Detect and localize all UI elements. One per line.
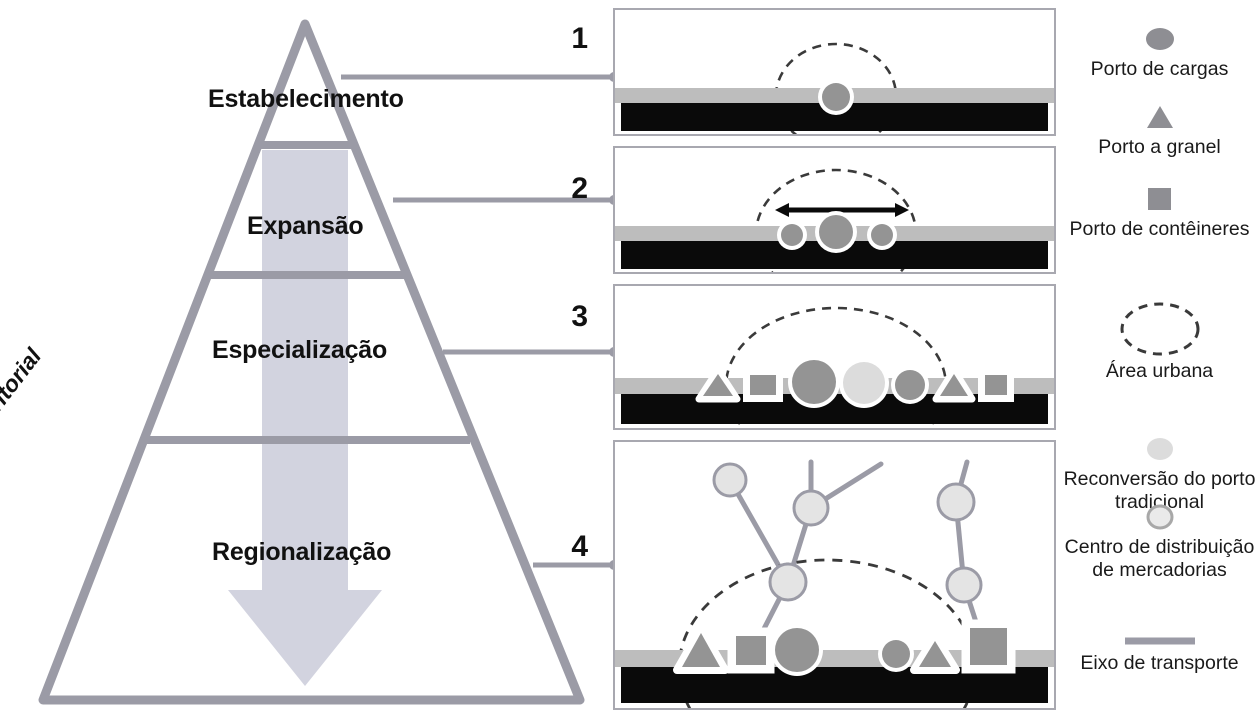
stage-panel-3 <box>613 284 1056 430</box>
filled-circle-dark-icon <box>1145 28 1174 50</box>
port-container-icon <box>961 619 1016 674</box>
port-cargo-icon <box>777 220 807 250</box>
legend: Porto de cargas Porto a granel Porto de … <box>1062 0 1257 721</box>
pyramid-stage-label-regionalization: Regionalização <box>212 538 392 566</box>
pyramid-stage-label-specialization: Especialização <box>212 336 388 364</box>
bidirectional-arrow-icon <box>775 203 909 217</box>
port-bulk-icon <box>932 366 976 403</box>
legend-item-porto-de-cargas: Porto de cargas <box>1062 22 1257 81</box>
port-container-icon <box>727 627 775 674</box>
port-cargo-icon <box>867 220 897 250</box>
port-bulk-icon <box>695 366 741 403</box>
stage-panel-2-graphic <box>615 168 1054 272</box>
distribution-centre-icon <box>712 462 748 498</box>
dashed-ellipse-icon <box>1120 302 1199 356</box>
legend-item-eixo-de-transporte: Eixo de transporte <box>1062 632 1257 675</box>
distribution-centre-icon <box>768 562 808 602</box>
distribution-centre-icon <box>936 482 976 522</box>
legend-item-porto-de-conteineres: Porto de contêineres <box>1062 182 1257 241</box>
pyramid-stage-label-expansion: Expansão <box>247 212 364 240</box>
legend-label: Reconversão do porto tradicional <box>1063 468 1256 513</box>
stage-number-1: 1 <box>571 22 588 55</box>
pyramid-stage-label-establishment: Estabelecimento <box>208 85 404 113</box>
port-cargo-icon <box>815 211 857 253</box>
port-bulk-icon <box>910 632 960 674</box>
port-cargo-icon <box>878 636 914 672</box>
port-container-icon <box>978 368 1014 402</box>
legend-label: Eixo de transporte <box>1080 652 1239 674</box>
stage-number-2: 2 <box>571 172 588 205</box>
outlined-circle-icon <box>1146 504 1173 530</box>
stage-number-4: 4 <box>571 530 588 563</box>
legend-item-area-urbana: Área urbana <box>1062 300 1257 383</box>
legend-item-reconversao-porto-tradicional: Reconversão do porto tradicional <box>1062 432 1257 514</box>
sea-area <box>621 394 1048 424</box>
port-bulk-icon <box>673 624 729 674</box>
legend-label: Porto de contêineres <box>1069 218 1250 240</box>
port-cargo-icon <box>788 356 840 408</box>
port-container-icon <box>743 368 783 402</box>
stage-panel-1-graphic <box>615 42 1054 134</box>
distribution-centre-icon <box>792 489 830 527</box>
filled-circle-light-icon <box>1146 438 1173 460</box>
stage-panel-1 <box>613 8 1056 136</box>
thick-line-icon <box>1124 637 1195 645</box>
downward-arrow-icon <box>228 150 382 686</box>
port-cargo-icon <box>818 79 854 115</box>
legend-label: Centro de distribuição de mercadorias <box>1064 536 1255 581</box>
distribution-centre-icon <box>945 566 983 604</box>
legend-item-porto-a-granel: Porto a granel <box>1062 100 1257 159</box>
port-cargo-icon <box>771 624 823 676</box>
stage-panel-4-graphic <box>615 459 1054 708</box>
legend-item-centro-distribuicao: Centro de distribuição de mercadorias <box>1062 500 1257 582</box>
stage-panel-2 <box>613 146 1056 274</box>
pyramid-outline <box>38 19 585 705</box>
port-cargo-icon <box>891 366 929 404</box>
filled-square-icon <box>1147 188 1171 210</box>
stage-number-3: 3 <box>571 300 588 333</box>
legend-label: Porto a granel <box>1098 136 1221 158</box>
stage-panel-4 <box>613 440 1056 710</box>
legend-label: Área urbana <box>1105 360 1214 382</box>
filled-triangle-icon <box>1146 106 1173 128</box>
stage-panel-3-graphic <box>615 306 1054 428</box>
legend-label: Porto de cargas <box>1090 58 1229 80</box>
pyramid-graphic <box>38 19 585 705</box>
port-reconversion-icon <box>839 358 889 408</box>
